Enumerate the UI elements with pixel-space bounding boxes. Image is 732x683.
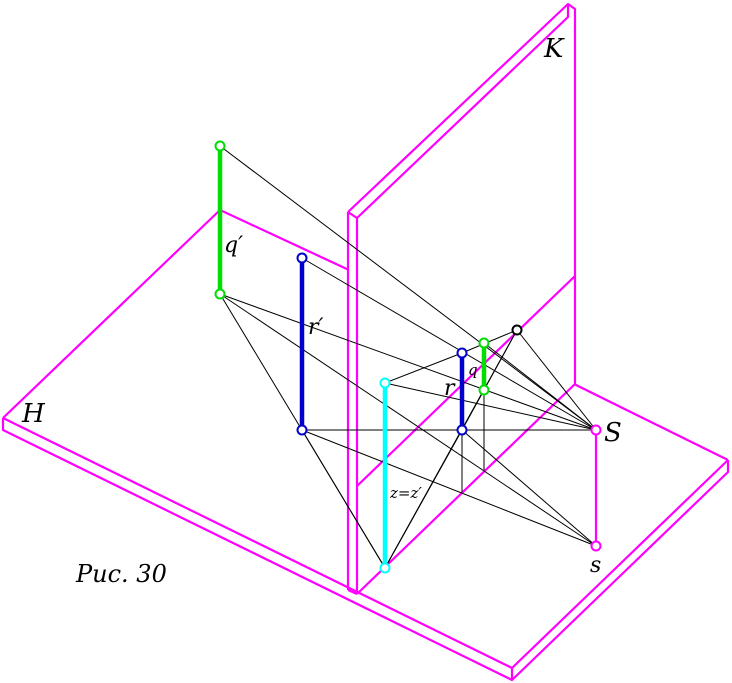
segments xyxy=(217,146,598,568)
figure-caption: Рис. 30 xyxy=(75,560,167,588)
point-z-top xyxy=(379,377,391,389)
point-q-prime-top xyxy=(214,140,226,152)
label-z: z=z′ xyxy=(389,484,422,502)
point-r-top xyxy=(456,347,468,359)
point-big-s xyxy=(590,424,602,436)
point-small-s xyxy=(590,540,602,552)
projection-lines xyxy=(219,145,597,569)
point-z-bottom xyxy=(379,562,391,574)
plane-k xyxy=(346,2,577,596)
point-r-prime-bottom xyxy=(296,424,308,436)
label-q: q xyxy=(468,361,478,379)
label-r-prime: r′ xyxy=(308,315,324,340)
label-plane-k: K xyxy=(543,34,565,64)
point-r-bottom xyxy=(456,424,468,436)
point-q-prime-bottom xyxy=(214,288,226,300)
label-small-s: s xyxy=(590,553,601,578)
label-big-s: S xyxy=(604,418,622,448)
point-q-bottom xyxy=(478,384,490,396)
label-plane-h: H xyxy=(21,399,46,429)
point-r-prime-top xyxy=(296,252,308,264)
point-q-top xyxy=(478,337,490,349)
point-black xyxy=(511,324,523,336)
label-r: r xyxy=(444,376,456,401)
labels: K H q′ r′ q r z=z′ S s Рис. 30 xyxy=(21,34,622,588)
label-q-prime: q′ xyxy=(224,233,243,258)
points xyxy=(214,140,602,574)
